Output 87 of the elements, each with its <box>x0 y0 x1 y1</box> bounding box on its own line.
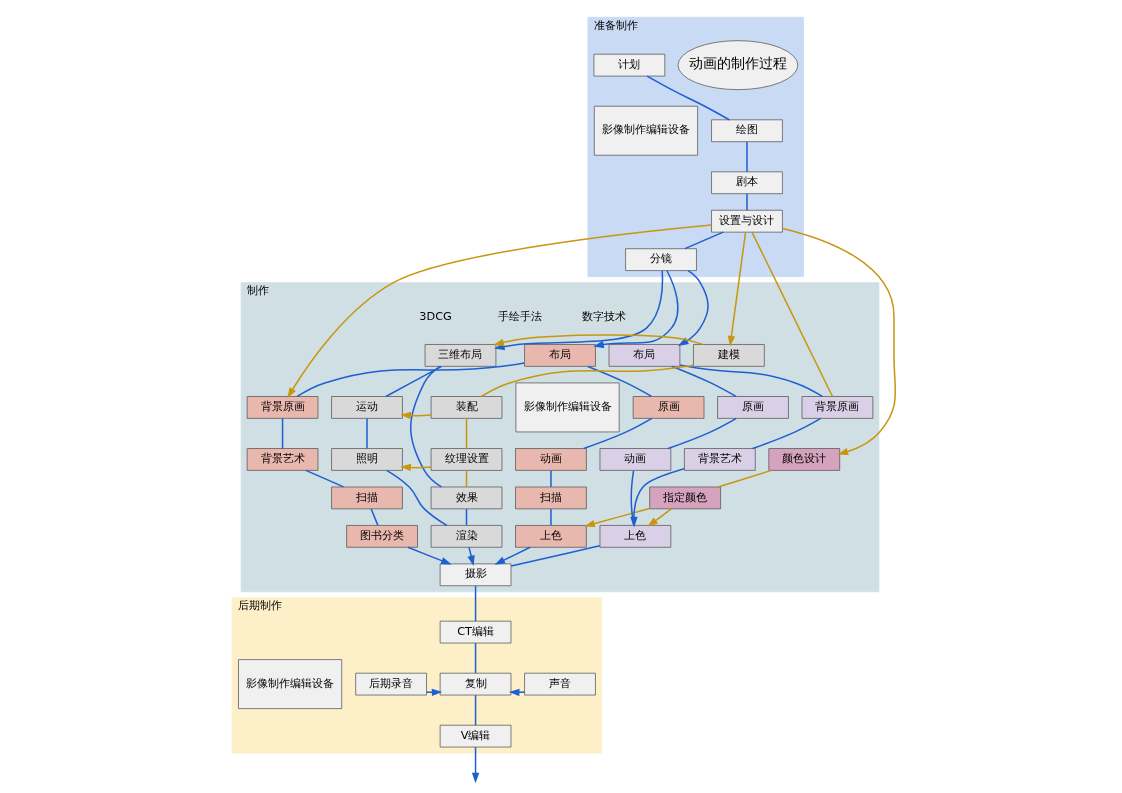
label: 手绘手法 <box>498 309 543 323</box>
connector <box>671 365 737 398</box>
node-box: 三维布局 <box>424 344 497 367</box>
node-box: 剧本 <box>711 171 783 195</box>
arrow <box>287 224 713 399</box>
node-box: CT编辑 <box>439 620 512 644</box>
node-box: 设置与设计 <box>711 209 783 233</box>
arrow <box>426 688 443 697</box>
connector <box>366 417 368 450</box>
connector <box>550 508 552 527</box>
node-box: 纹理设置 <box>430 448 503 471</box>
node-box: 建模 <box>693 344 765 367</box>
arrow <box>400 411 432 420</box>
connector <box>474 694 477 726</box>
connector <box>550 469 552 488</box>
connector <box>587 365 653 398</box>
arrow <box>400 463 432 472</box>
node-box: 扫描 <box>515 486 587 510</box>
connector <box>717 469 773 488</box>
connector <box>480 364 694 398</box>
connector <box>751 417 822 450</box>
connector <box>305 469 345 488</box>
node-box: V编辑 <box>439 724 512 748</box>
connector <box>281 417 284 450</box>
arrow <box>677 269 709 346</box>
arrow <box>493 334 704 346</box>
node-box: 分镜 <box>625 248 697 271</box>
connector <box>582 417 653 450</box>
connector <box>646 75 730 121</box>
node-box: 背景原画 <box>246 396 319 419</box>
node-box: 绘图 <box>711 119 783 143</box>
label: 3DCG <box>419 309 452 323</box>
node-box: 装配 <box>430 396 503 419</box>
arrow <box>407 546 452 565</box>
node-box: 影像制作编辑设备 <box>515 382 620 433</box>
node-box: 原画 <box>717 396 789 419</box>
node-box: 背景艺术 <box>684 448 756 471</box>
connector <box>746 193 748 211</box>
node-box: 渲染 <box>430 525 503 548</box>
node-box: 复制 <box>439 672 512 696</box>
node-ellipse: 动画的制作过程 <box>677 40 799 91</box>
arrow <box>467 546 475 567</box>
node-box: 摄影 <box>439 563 512 587</box>
connector <box>296 362 526 398</box>
node-box: 动画 <box>515 448 587 471</box>
arrow <box>647 508 673 527</box>
arrow <box>584 507 651 528</box>
connector <box>474 642 477 674</box>
node-box: 布局 <box>608 344 681 367</box>
arrow <box>727 231 747 347</box>
connector <box>510 544 601 567</box>
connector <box>474 585 477 622</box>
node-box: 影像制作编辑设备 <box>238 659 343 709</box>
node-box: 后期录音 <box>355 672 427 696</box>
node-box: 效果 <box>430 486 503 510</box>
node-box: 图书分类 <box>346 525 418 548</box>
node-box: 背景原画 <box>801 396 874 419</box>
arrow <box>494 546 531 565</box>
node-box: 上色 <box>599 525 672 548</box>
label: 数字技术 <box>582 309 627 323</box>
connector <box>684 231 725 250</box>
arrow <box>593 270 679 349</box>
node-box: 颜色设计 <box>768 448 841 471</box>
connector <box>751 231 834 398</box>
node-box: 上色 <box>515 525 587 548</box>
node-box: 原画 <box>632 396 705 419</box>
node-box: 照明 <box>331 448 403 471</box>
node-box: 运动 <box>331 396 403 419</box>
connector <box>409 365 443 488</box>
connector <box>385 469 448 527</box>
node-box: 背景艺术 <box>246 448 319 471</box>
node-box: 动画 <box>599 448 672 471</box>
node-box: 影像制作编辑设备 <box>593 105 698 156</box>
connector <box>679 364 824 398</box>
connector <box>746 140 748 173</box>
node-box: 声音 <box>524 672 596 696</box>
node-box: 指定颜色 <box>649 486 721 510</box>
arrow <box>508 688 526 697</box>
arrow <box>630 468 686 528</box>
connector <box>385 365 443 398</box>
node-box: 布局 <box>524 344 596 367</box>
connector <box>465 417 468 450</box>
node-box: 扫描 <box>331 486 403 510</box>
connector <box>667 417 738 450</box>
arrow <box>781 227 897 456</box>
connector <box>370 508 379 527</box>
node-box: 计划 <box>593 53 666 77</box>
